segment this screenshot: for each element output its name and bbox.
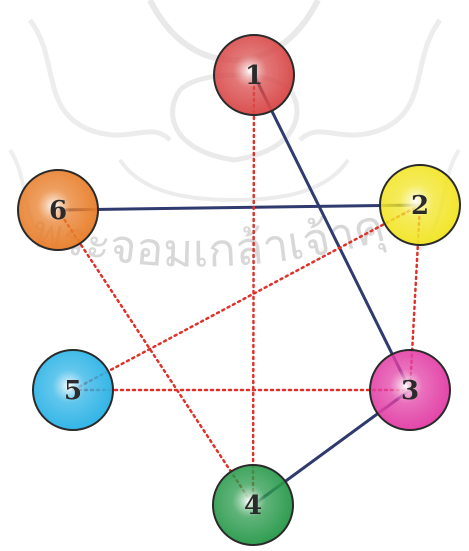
node-label-4: 4 — [244, 491, 262, 521]
node-label-2: 2 — [411, 191, 429, 221]
node-3: 3 — [370, 350, 450, 430]
node-5: 5 — [33, 350, 113, 430]
node-label-5: 5 — [64, 376, 82, 406]
node-label-1: 1 — [245, 61, 263, 91]
edge-1-4 — [253, 75, 254, 505]
node-label-6: 6 — [49, 196, 67, 226]
node-4: 4 — [213, 465, 293, 545]
nodes-layer: 1 2 3 4 5 6 — [18, 35, 460, 545]
edges-layer — [58, 75, 420, 505]
node-1: 1 — [214, 35, 294, 115]
node-2: 2 — [380, 165, 460, 245]
node-label-3: 3 — [401, 376, 419, 406]
node-6: 6 — [18, 170, 98, 250]
